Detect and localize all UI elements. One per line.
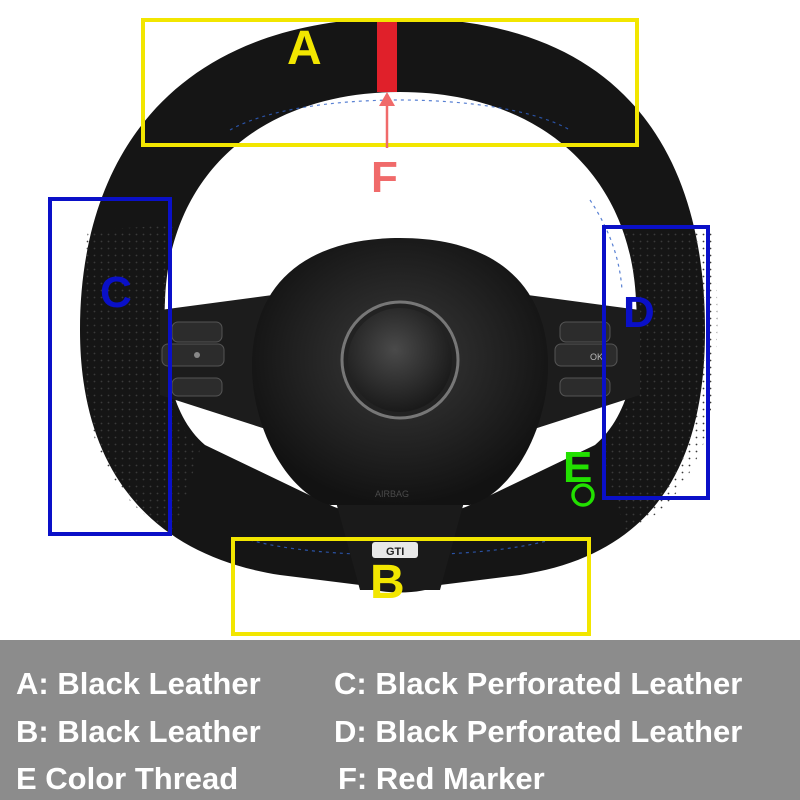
zone-a-label: A: [287, 22, 322, 75]
emblem-cap: [348, 308, 452, 412]
legend-d: D: Black Perforated Leather: [334, 714, 743, 749]
legend-panel: A: Black Leather C: Black Perforated Lea…: [0, 640, 800, 800]
zone-f-label: F: [371, 153, 398, 202]
zone-e-label: E: [563, 443, 592, 492]
zone-b-box: [231, 537, 591, 636]
product-photo: OK AIRBAG GTI A B C D E F: [48, 18, 718, 636]
airbag-text: AIRBAG: [375, 489, 409, 499]
bottom-spoke: [330, 480, 470, 590]
zone-d-label: D: [623, 288, 655, 337]
steering-wheel-illustration: OK AIRBAG GTI A B C D E F: [48, 18, 718, 636]
zone-b-label: B: [370, 556, 405, 609]
ok-button-label: OK: [590, 352, 603, 362]
gti-badge: [372, 542, 418, 558]
stitch-line: [229, 99, 571, 131]
legend-e: E Color Thread: [16, 761, 239, 796]
zone-d-box: [602, 225, 710, 500]
perforated-right-section: [600, 225, 718, 530]
legend-c: C: Black Perforated Leather: [334, 666, 743, 701]
zone-c-box: [48, 197, 172, 536]
left-controls: [161, 321, 225, 397]
marker-arrow-head: [379, 92, 395, 106]
zone-c-label: C: [100, 268, 132, 317]
zone-a-box: [141, 18, 639, 147]
red-marker: [377, 22, 397, 92]
thread-marker-circle: [571, 483, 595, 507]
gti-badge-text: GTI: [386, 546, 404, 558]
right-controls: OK: [554, 321, 618, 397]
legend-a: A: Black Leather: [16, 666, 261, 701]
legend-b: B: Black Leather: [16, 714, 261, 749]
legend-f: F: Red Marker: [338, 761, 545, 796]
stitch-line: [589, 199, 623, 291]
